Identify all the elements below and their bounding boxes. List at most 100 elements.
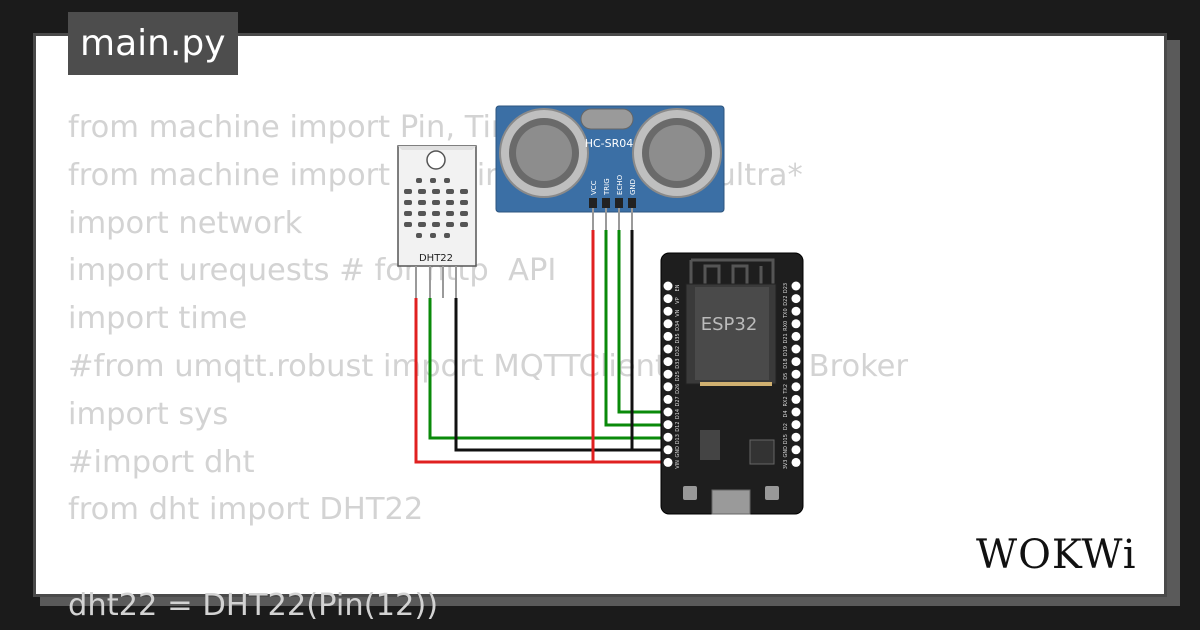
esp-pin-left (663, 457, 673, 467)
dht-grille-slot (404, 200, 412, 205)
esp-pin-right (791, 344, 801, 354)
esp-pin-left (663, 344, 673, 354)
sonar-pin-trig: TRIG (603, 178, 611, 196)
sonar-pin-vcc: VCC (590, 180, 598, 195)
dht-grille-slot (432, 211, 440, 216)
dht-grille-slot (430, 178, 436, 183)
esp-pin-label: VP (675, 297, 681, 303)
sonar-trig-wire (604, 230, 668, 427)
esp-pin-left (663, 394, 673, 404)
esp-pin-label: D34 (675, 321, 681, 331)
code-line: import sys (68, 396, 229, 432)
esp-pin-right (791, 306, 801, 316)
esp-pin-left (663, 445, 673, 455)
esp-pin-label: D13 (675, 434, 681, 444)
sonar-label: HC-SR04 (585, 137, 634, 150)
esp-pin-label: D35 (675, 333, 681, 343)
esp-pin-label: D26 (675, 384, 681, 394)
esp-pin-label: D21 (783, 333, 789, 343)
esp-pin-left (663, 294, 673, 304)
wokwi-logo: WOKWi (976, 532, 1137, 578)
sonar-pin-gnd: GND (629, 179, 637, 195)
esp-pin-right (791, 394, 801, 404)
esp-pin-label: RX2 (783, 396, 789, 406)
esp-pin-label: D5 (783, 373, 789, 380)
esp-pin-label: D12 (675, 421, 681, 431)
dht-grille-slot (404, 189, 412, 194)
dht-grille-slot (460, 189, 468, 194)
esp-pin-left (663, 407, 673, 417)
esp-pin-label: D4 (783, 410, 789, 417)
esp-pin-label: D14 (675, 409, 681, 419)
esp-pin-left (663, 331, 673, 341)
esp-pin-right (791, 382, 801, 392)
esp-pin-left (663, 432, 673, 442)
esp-pin-left (663, 369, 673, 379)
esp-pin-label: D23 (783, 283, 789, 293)
dht-grille-slot (446, 200, 454, 205)
esp-pin-label: VN (675, 309, 681, 316)
sonar-echo-wire (617, 230, 668, 414)
dht-grille-slot (418, 189, 426, 194)
esp-pin-left (663, 306, 673, 316)
dht-grille-slot (460, 200, 468, 205)
esp-pin-right (791, 319, 801, 329)
esp-pin-label: D25 (675, 371, 681, 381)
dht-grille-slot (432, 189, 440, 194)
esp-pin-left (663, 319, 673, 329)
dht-data-wire (428, 298, 668, 440)
esp-pin-label: TX2 (783, 384, 789, 395)
esp-pin-right (791, 369, 801, 379)
esp-pin-left (663, 281, 673, 291)
esp-pin-right (791, 445, 801, 455)
dht-grille-slot (418, 222, 426, 227)
dht-label: DHT22 (419, 253, 453, 264)
esp-pin-left (663, 357, 673, 367)
esp-pin-label: VIN (675, 460, 681, 469)
esp-pin-left (663, 382, 673, 392)
dht-grille-slot (432, 200, 440, 205)
dht-grille-slot (404, 222, 412, 227)
esp-pin-right (791, 420, 801, 430)
esp-pin-right (791, 457, 801, 467)
esp-pin-label: D2 (783, 423, 789, 430)
esp-pin-right (791, 294, 801, 304)
esp-pin-label: GND (675, 446, 681, 458)
esp-pin-label: D27 (675, 396, 681, 406)
hc-sr04-sensor[interactable]: HC-SR04 VCC TRIG ECHO GND (495, 105, 725, 230)
dht-grille-slot (416, 178, 422, 183)
file-title: main.py (68, 12, 238, 75)
esp-pin-right (791, 331, 801, 341)
dht-grille-slot (444, 233, 450, 238)
code-line: import urequests # for http API (68, 253, 557, 289)
esp-pin-label: 3V3 (783, 460, 789, 470)
esp32-board[interactable]: ESP32 ENVPVND34D35D32D33D25D26D27D14D12D… (660, 252, 804, 515)
esp-pin-label: TX0 (783, 308, 789, 319)
esp-pin-label: D33 (675, 358, 681, 368)
wires (414, 230, 796, 464)
svg-text:WOKWi: WOKWi (976, 532, 1137, 578)
esp-pin-label: EN (675, 284, 681, 291)
esp-pin-right (791, 407, 801, 417)
esp-pin-right (791, 281, 801, 291)
dht22-sensor[interactable]: DHT22 (397, 145, 477, 298)
dht-grille-slot (446, 189, 454, 194)
sonar-pin-echo: ECHO (616, 174, 624, 195)
code-line: #import dht (68, 444, 255, 480)
esp-pin-right (791, 432, 801, 442)
esp-label: ESP32 (701, 314, 758, 335)
dht-grille-slot (460, 222, 468, 227)
esp-pin-label: D22 (783, 295, 789, 305)
dht-grille-slot (444, 178, 450, 183)
code-line: import time (68, 301, 248, 337)
sonar-gnd-wire (630, 230, 668, 452)
dht-vcc-wire (414, 298, 668, 464)
esp-pin-right (791, 357, 801, 367)
dht-grille-slot (416, 233, 422, 238)
dht-gnd-wire (454, 298, 668, 452)
dht-grille-slot (430, 233, 436, 238)
esp-pin-label: D15 (783, 434, 789, 444)
dht-grille-slot (460, 211, 468, 216)
esp-pin-label: GND (783, 446, 789, 458)
